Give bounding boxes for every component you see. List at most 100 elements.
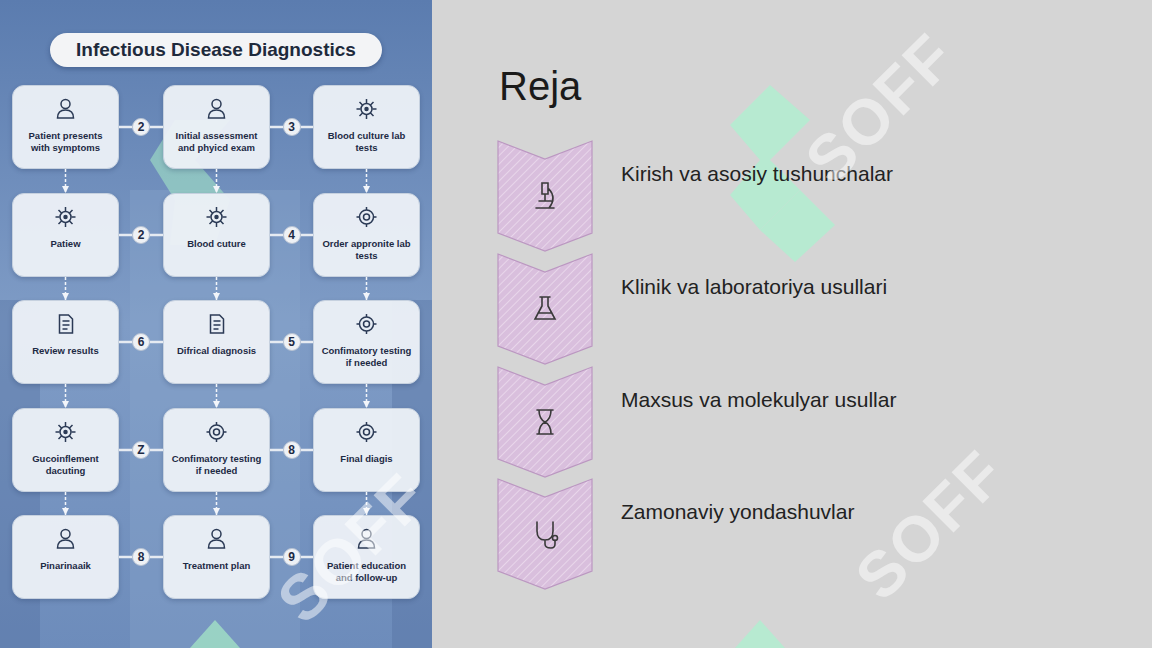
process-box: Patiew — [12, 193, 119, 277]
box-icon — [60, 315, 73, 333]
process-box: Initial assessment and phyicd exam — [163, 85, 270, 169]
logo-shape — [760, 190, 835, 262]
node-text: Gucoinflement dacuting — [18, 453, 113, 476]
process-box: Blood cuture — [163, 193, 270, 277]
node-text: Confimatory testing if needed — [169, 453, 264, 476]
hourglass-icon — [537, 410, 553, 434]
node-text: Treatment plan — [169, 560, 264, 572]
connector — [366, 384, 368, 408]
watermark: SOFF — [791, 19, 970, 198]
box-icon — [56, 422, 76, 442]
box-icon — [357, 422, 377, 442]
process-box: Pinarinaaik — [12, 515, 119, 599]
process-box: Confimatory testing if needed — [163, 408, 270, 492]
connector — [270, 449, 313, 452]
process-box: Treatment plan — [163, 515, 270, 599]
connector — [65, 169, 67, 193]
agenda-item: Kirish va asosiy tushunchalar — [497, 140, 1057, 252]
callout-number: 4 — [283, 226, 301, 244]
node-text: Zamonaviy yondashuvlar — [621, 499, 1041, 525]
connector — [119, 449, 163, 452]
chevron-outline — [498, 254, 592, 364]
connector — [270, 234, 313, 237]
node-text: Blood cuture — [169, 238, 264, 250]
process-box: Patient education and follow-up — [313, 515, 420, 599]
title-pill: Infectious Disease Diagnostics — [50, 33, 382, 67]
chevron-outline — [498, 479, 592, 589]
box-icon — [207, 207, 227, 227]
chevron-outline — [498, 141, 592, 251]
callout-number: 8 — [283, 441, 301, 459]
flask-icon — [535, 297, 555, 319]
box-icon — [207, 422, 227, 442]
connector — [270, 556, 313, 559]
agenda-item: Zamonaviy yondashuvlar — [497, 478, 1057, 590]
chevron-shape — [497, 140, 593, 252]
process-box: Difrical diagnosis — [163, 300, 270, 384]
connector — [119, 234, 163, 237]
watermark: SOFF — [841, 436, 1020, 615]
connector — [119, 341, 163, 344]
connector — [216, 277, 218, 300]
process-box: Patient presents with symptoms — [12, 85, 119, 169]
callout-number: 2 — [132, 118, 150, 136]
node-text: Klinik va laboratoriya usullari — [621, 274, 1041, 300]
callout-number: 9 — [283, 548, 301, 566]
connector — [65, 492, 67, 515]
node-text: Maxsus va molekulyar usullar — [621, 387, 1041, 413]
connector — [366, 492, 368, 515]
process-box: Order appronite lab tests — [313, 193, 420, 277]
node-text: Confimatory testing if needed — [319, 345, 414, 368]
logo-shape — [735, 620, 785, 648]
box-icon — [58, 530, 74, 549]
box-icon — [209, 530, 225, 549]
microscope-icon — [536, 183, 554, 208]
chevron-icons — [535, 183, 558, 548]
process-box: Confimatory testing if needed — [313, 300, 420, 384]
box-icon — [211, 315, 224, 333]
box-icon — [357, 99, 377, 119]
node-text: Blood culture lab tests — [319, 130, 414, 153]
stethoscope-icon — [537, 522, 555, 548]
callout-number: 8 — [132, 548, 150, 566]
connector — [65, 277, 67, 300]
process-box: Blood culture lab tests — [313, 85, 420, 169]
box-icon — [357, 207, 377, 227]
process-box: Gucoinflement dacuting — [12, 408, 119, 492]
chevron-shape — [497, 478, 593, 590]
agenda-item: Klinik va laboratoriya usullari — [497, 253, 1057, 365]
connector — [65, 384, 67, 408]
agenda-item: Maxsus va molekulyar usullar — [497, 366, 1057, 478]
connector — [216, 492, 218, 515]
callout-number: 6 — [132, 333, 150, 351]
stethoscope-icon — [553, 536, 558, 541]
chevron-shape — [497, 366, 593, 478]
slide-title: Reja — [499, 62, 581, 110]
node-text: Review results — [18, 345, 113, 357]
chevron-shape — [497, 253, 593, 365]
node-text: Patient presents with symptoms — [18, 130, 113, 153]
chevron-outline — [498, 367, 592, 477]
connector — [270, 341, 313, 344]
connector — [270, 126, 313, 129]
box-icon — [357, 314, 377, 334]
watermark: SOFF — [263, 459, 442, 638]
process-box: Review results — [12, 300, 119, 384]
connector — [366, 277, 368, 300]
node-text: Final diagis — [319, 453, 414, 465]
connector — [216, 384, 218, 408]
connector — [119, 126, 163, 129]
connector — [366, 169, 368, 193]
node-text: Patiew — [18, 238, 113, 250]
callout-number: 2 — [132, 226, 150, 244]
callout-number: Z — [132, 441, 150, 459]
box-icon — [359, 530, 375, 549]
box-icon — [56, 207, 76, 227]
node-text: Difrical diagnosis — [169, 345, 264, 357]
connector — [216, 169, 218, 193]
node-text: Kirish va asosiy tushunchalar — [621, 161, 1041, 187]
